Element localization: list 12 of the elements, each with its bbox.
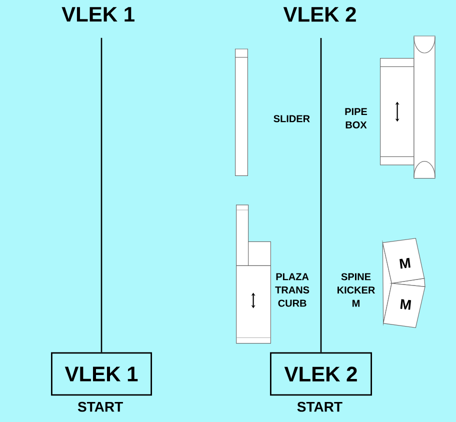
- start-box: VLEK 1: [51, 352, 152, 396]
- obstacle-label: PLAZA TRANS CURB: [275, 273, 310, 307]
- lane-title: VLEK 2: [283, 6, 356, 22]
- obstacle-label: SPINE KICKER M: [338, 273, 375, 307]
- start-label: START: [297, 402, 342, 412]
- start-box: VLEK 2: [270, 352, 372, 396]
- obstacle-label: SLIDER: [274, 115, 310, 122]
- lane-line: [320, 38, 322, 352]
- lane-title: VLEK 1: [62, 7, 134, 22]
- obstacle-label: PIPE BOX: [345, 108, 368, 128]
- lane-line: [100, 38, 102, 352]
- start-label: START: [78, 402, 123, 412]
